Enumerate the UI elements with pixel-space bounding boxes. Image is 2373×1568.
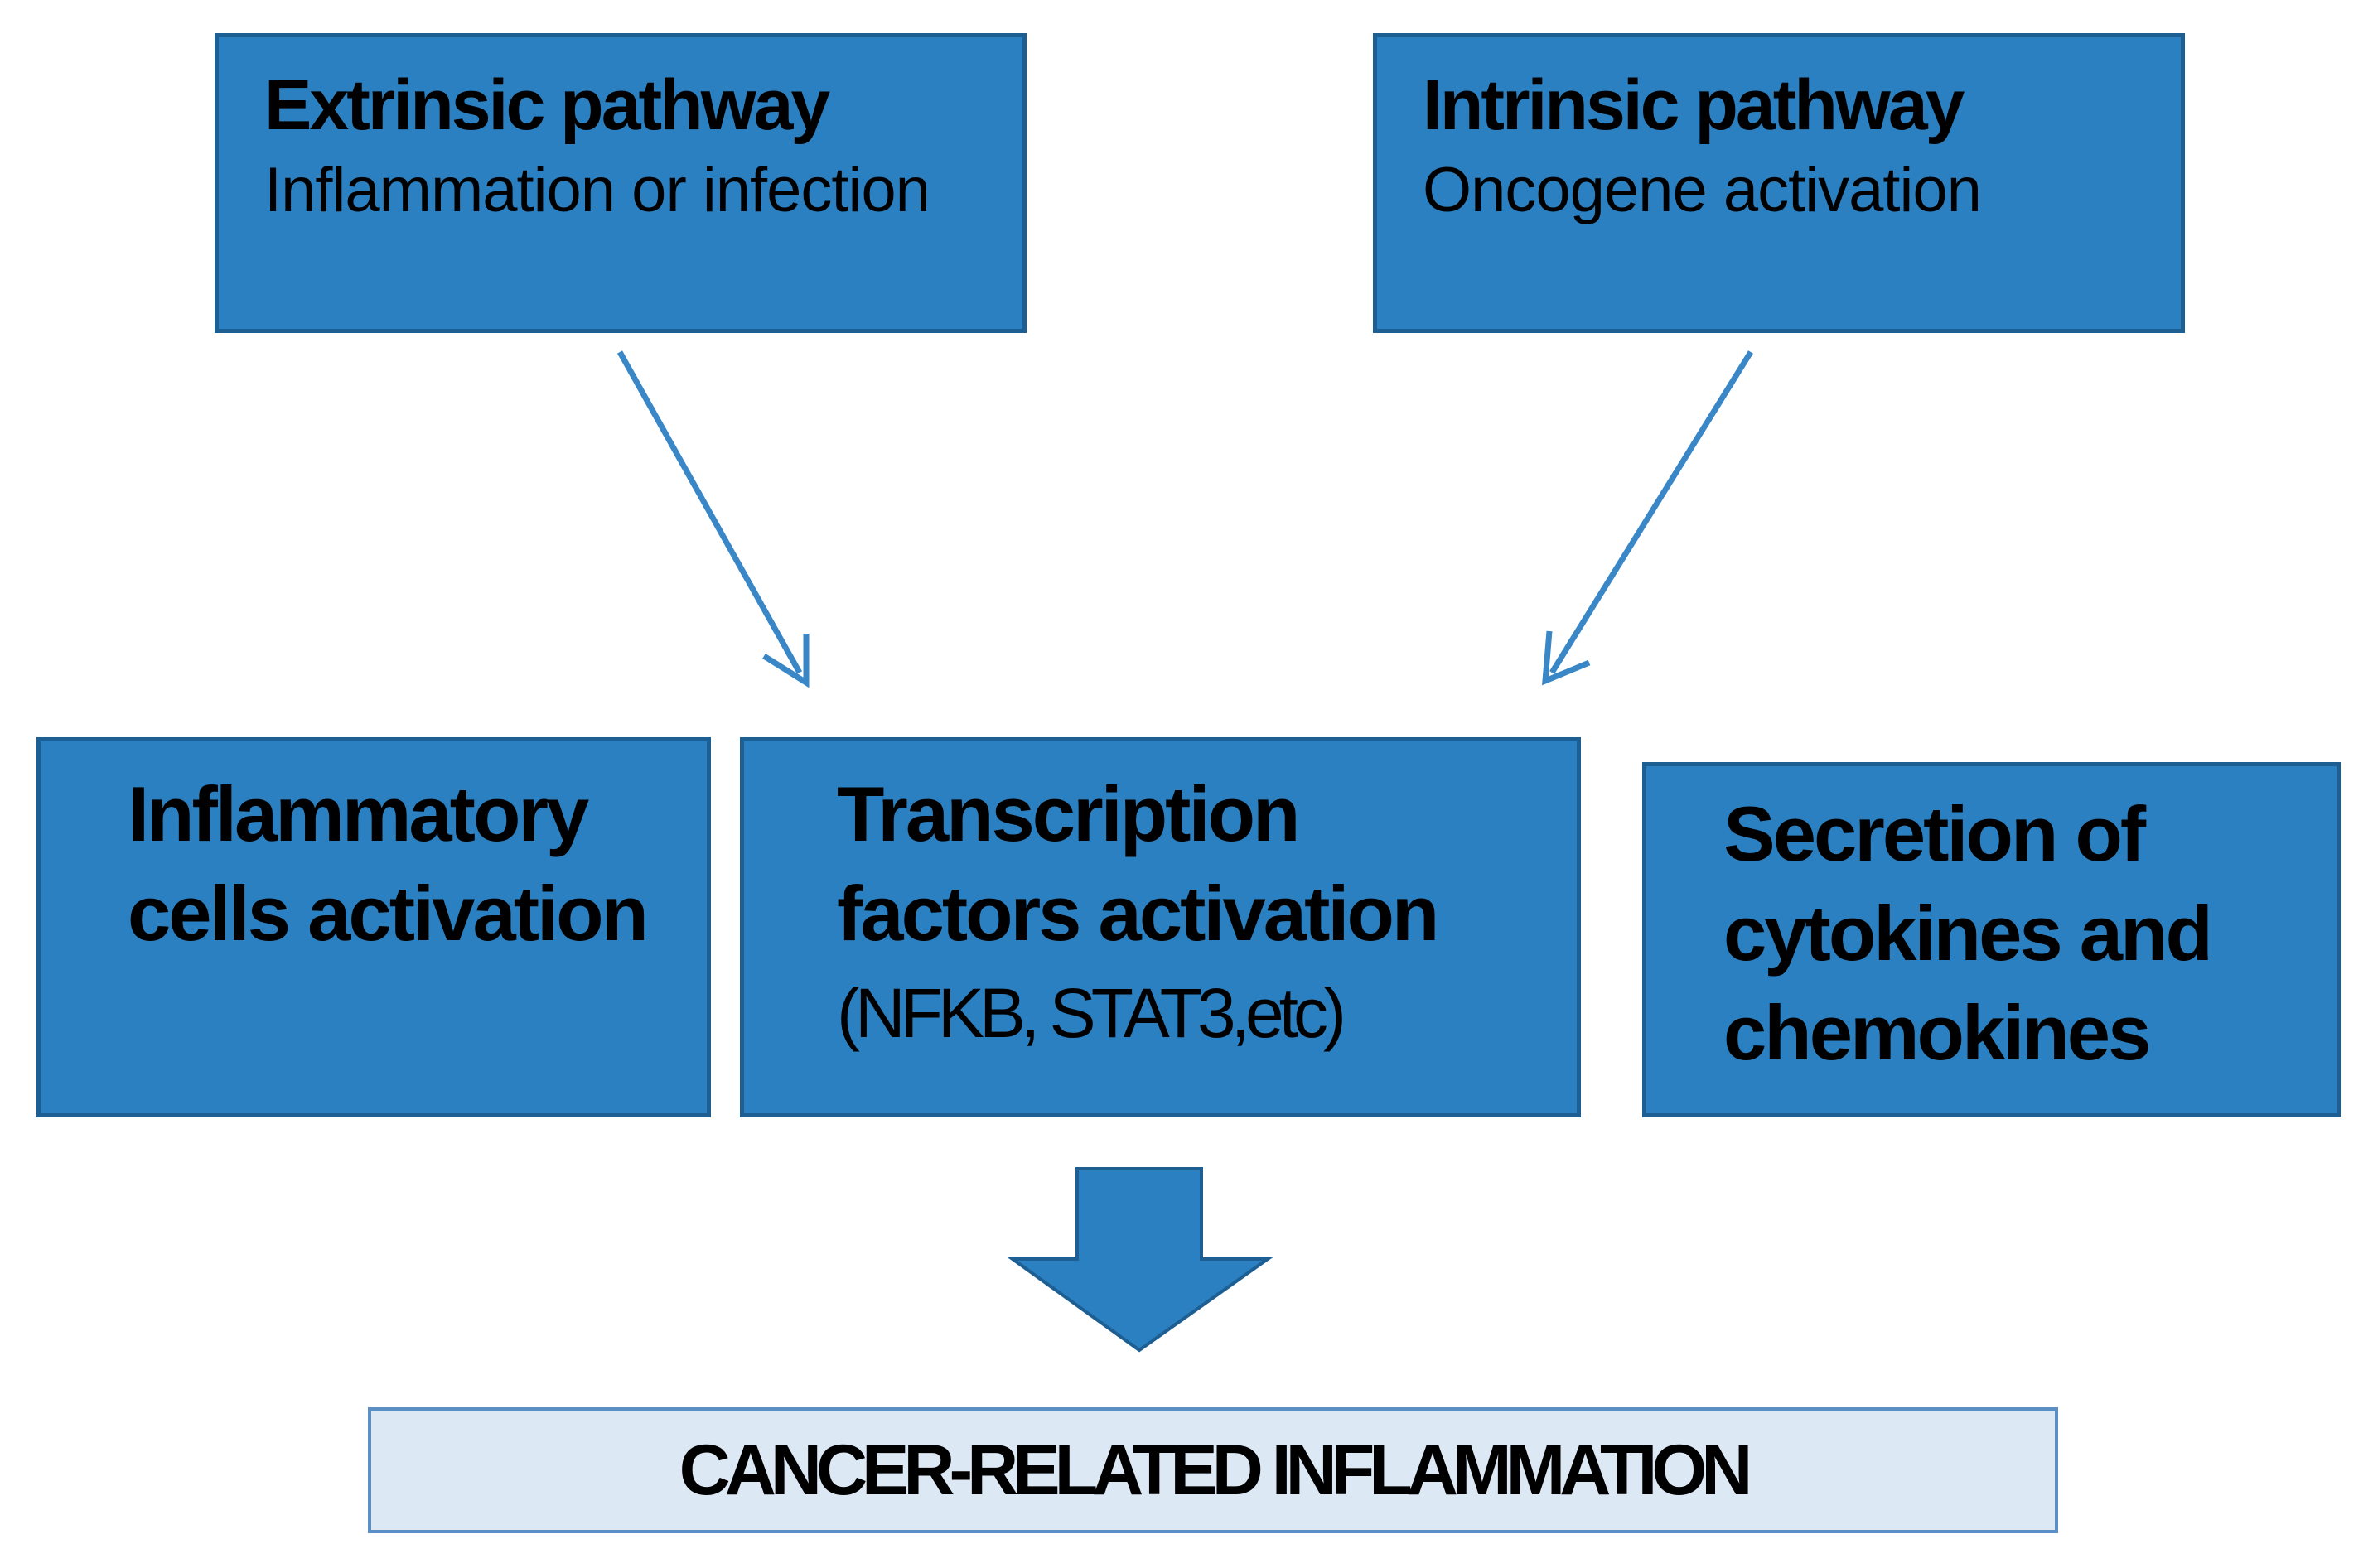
intrinsic-arrow-line [1549,350,1753,674]
inflammatory-line-2: cells activation [128,870,649,957]
extrinsic-subtitle: Inflammation or infection [264,155,930,225]
inflammatory-line-1: Inflammatory [128,770,589,857]
secretion-line-3: chemokines [1723,989,2151,1076]
extrinsic-arrow-line [616,350,803,674]
extrinsic-arrowhead [762,634,810,688]
transcription-detail: (NFKB, STAT3,etc) [837,974,1346,1052]
result-label: CANCER-RELATED INFLAMMATION [679,1430,1753,1510]
secretion-line-1: Secretion of [1723,790,2146,877]
down-block-arrow [1007,1167,1273,1353]
transcription-factors-box: Transcription factors activation (NFKB, … [740,737,1581,1117]
secretion-box: Secretion of cytokines and chemokines [1642,762,2341,1117]
intrinsic-arrowhead [1542,630,1591,686]
transcription-line-1: Transcription [837,770,1300,857]
extrinsic-title: Extrinsic pathway [264,65,830,145]
secretion-line-2: cytokines and [1723,890,2213,977]
intrinsic-pathway-box: Intrinsic pathway Oncogene activation [1373,33,2185,333]
intrinsic-title: Intrinsic pathway [1423,65,1965,145]
intrinsic-subtitle: Oncogene activation [1423,155,1982,225]
transcription-line-2: factors activation [837,870,1439,957]
inflammatory-cells-box: Inflammatory cells activation [36,737,711,1117]
extrinsic-pathway-box: Extrinsic pathway Inflammation or infect… [215,33,1027,333]
cancer-related-inflammation-box: CANCER-RELATED INFLAMMATION [368,1407,2058,1533]
